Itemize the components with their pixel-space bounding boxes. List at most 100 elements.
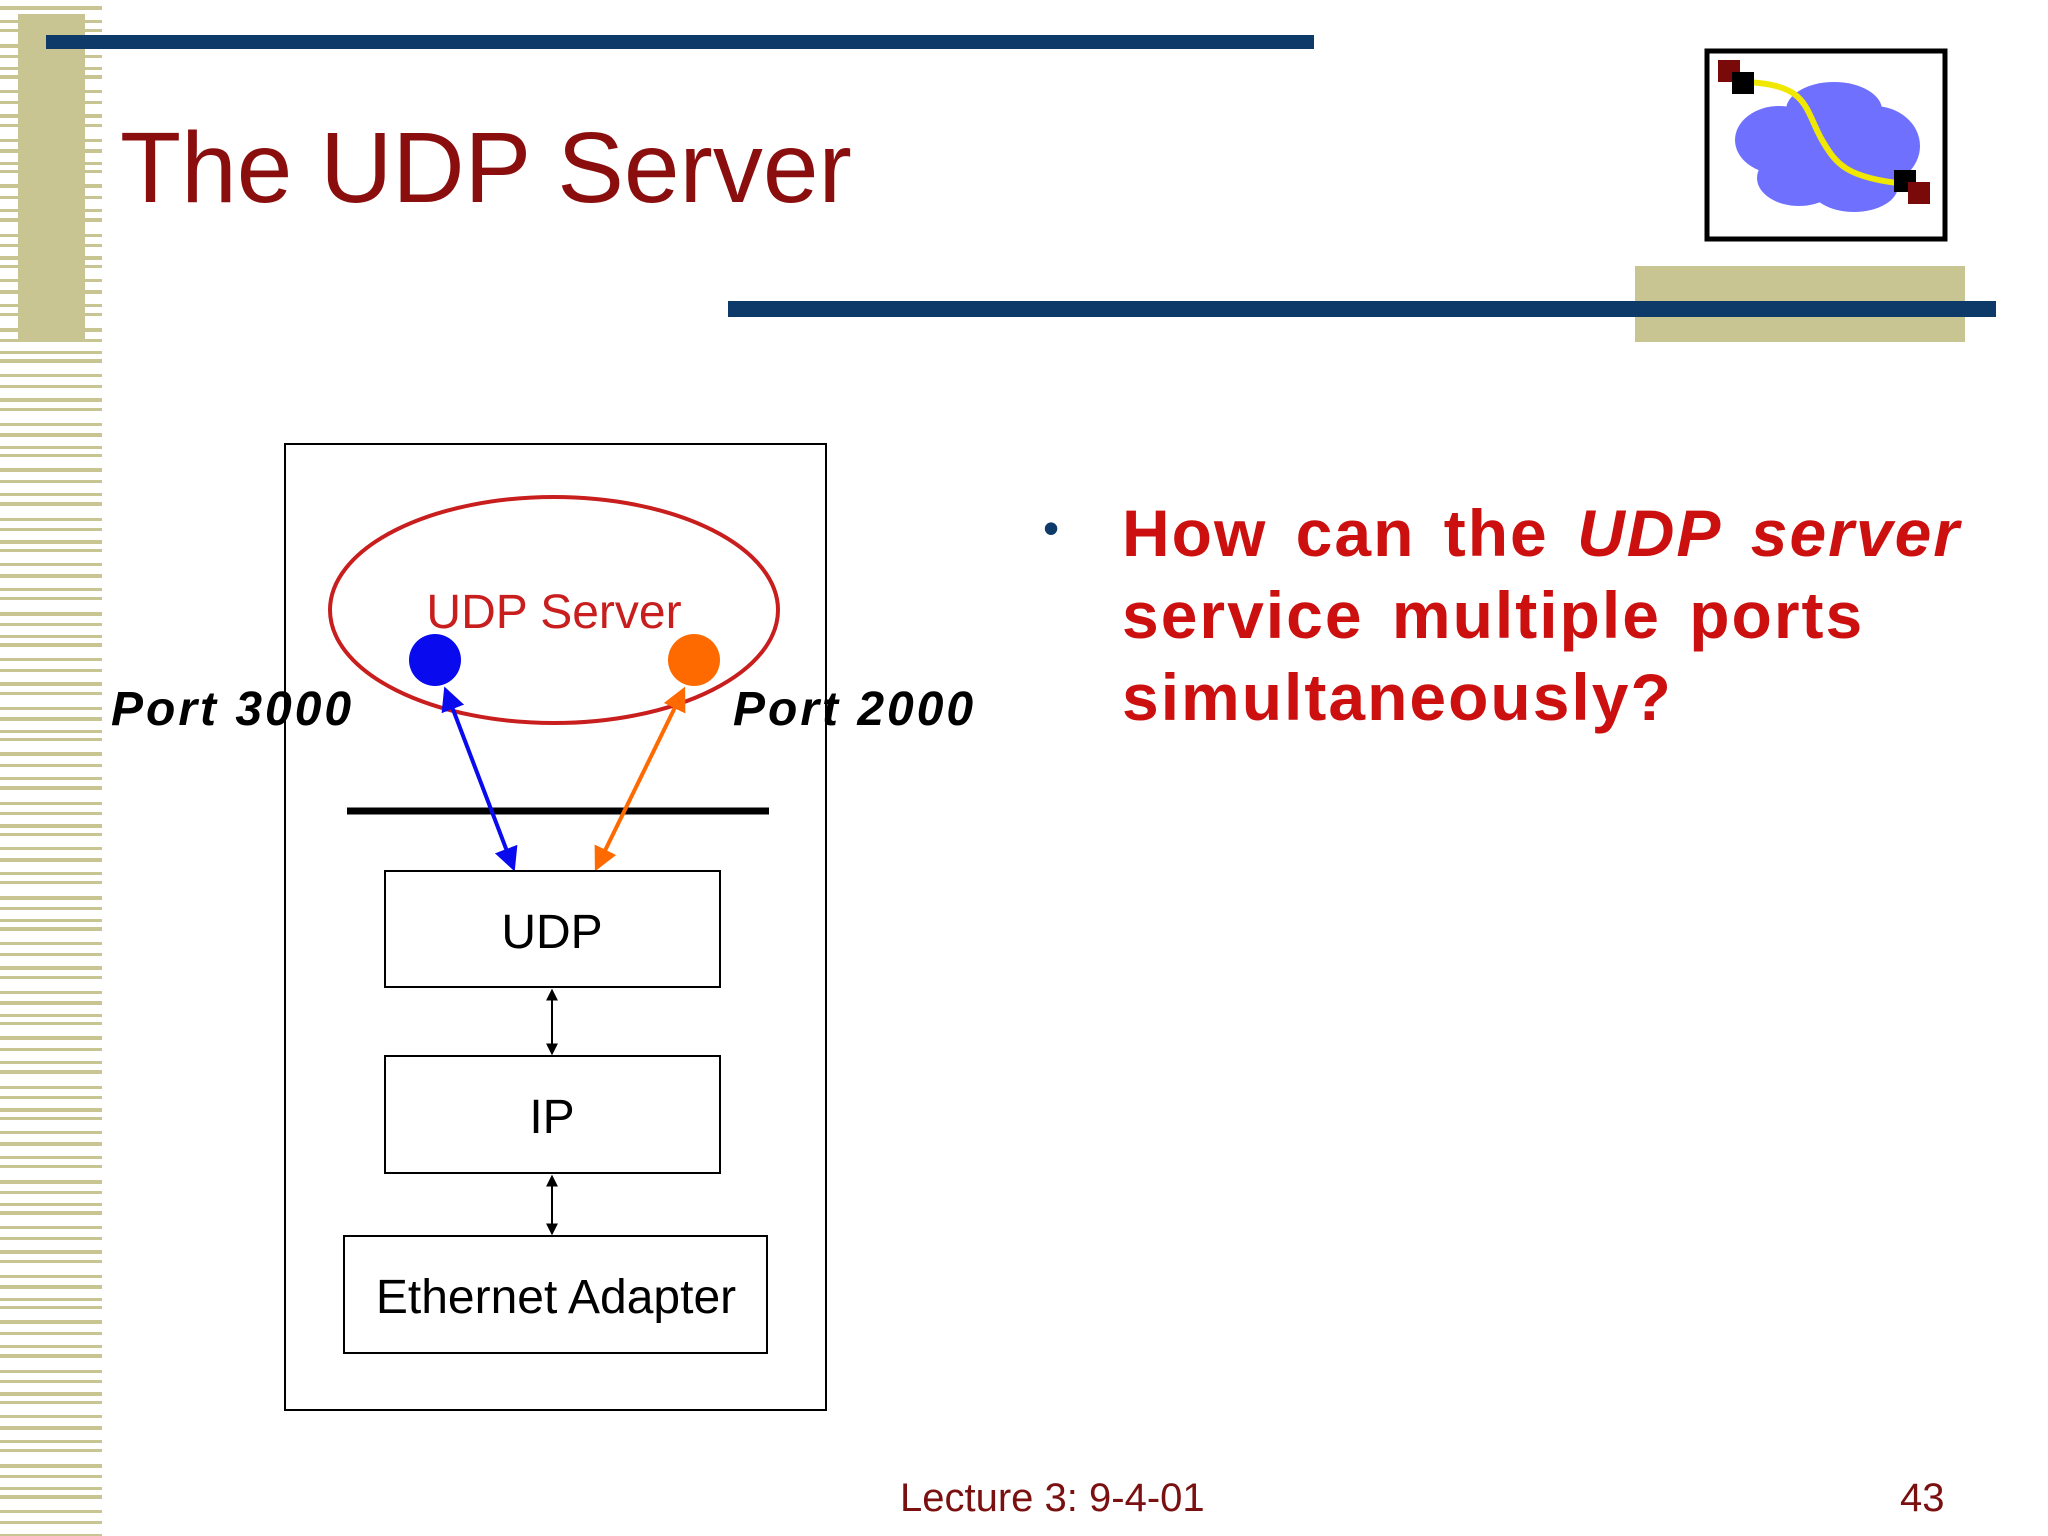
stripe — [0, 858, 102, 862]
stripe — [0, 833, 102, 836]
stripe — [0, 1096, 102, 1099]
stripe — [0, 872, 102, 875]
stripe — [0, 502, 102, 506]
stripe — [0, 1180, 102, 1184]
stripe — [0, 927, 102, 931]
stripe — [0, 588, 102, 591]
stripe — [0, 635, 102, 638]
stripe — [0, 976, 102, 979]
bullet-emphasis-server: server — [1750, 496, 1961, 570]
stripe — [0, 953, 102, 956]
port-2000-label: Port 2000 — [733, 683, 977, 736]
stripe — [0, 738, 102, 741]
stripe — [0, 468, 102, 472]
stripe — [0, 1117, 102, 1120]
stripe — [0, 777, 102, 780]
stripe — [0, 1534, 102, 1536]
stripe — [0, 896, 102, 900]
stripe — [0, 446, 102, 449]
stripe — [0, 942, 102, 945]
stripe — [0, 1320, 102, 1324]
stripe — [0, 1440, 102, 1443]
stripe — [0, 433, 102, 437]
stripe — [0, 563, 102, 566]
stripe — [0, 1022, 102, 1025]
stripe — [0, 408, 102, 411]
stripe — [0, 1495, 102, 1499]
stripe — [0, 1142, 102, 1146]
port-3000-dot — [409, 634, 461, 686]
bullet-question: How can the UDP server service multiple … — [1122, 492, 1962, 738]
stripe — [0, 612, 102, 616]
bullet-emphasis-udp: UDP — [1577, 496, 1723, 570]
stripe — [0, 423, 102, 426]
ethernet-adapter-label: Ethernet Adapter — [376, 1271, 736, 1324]
stripe — [0, 398, 102, 402]
stripe — [0, 574, 102, 578]
stripe — [0, 847, 102, 850]
stripe — [0, 1237, 102, 1240]
stripe — [0, 764, 102, 767]
stripe — [0, 1226, 102, 1229]
udp-server-label: UDP Server — [426, 586, 681, 639]
ip-box-label: IP — [529, 1091, 574, 1144]
stripe — [0, 812, 102, 815]
stripe — [0, 549, 102, 552]
stripe — [0, 919, 102, 922]
stripe — [0, 1061, 102, 1064]
slide-number: 43 — [1900, 1476, 1945, 1520]
network-cloud-logo-icon — [1704, 48, 1948, 242]
udp-box-label: UDP — [501, 906, 602, 959]
stripe — [0, 1464, 102, 1468]
stripe — [0, 881, 102, 884]
port-2000-dot — [668, 634, 720, 686]
top-navy-bar — [46, 35, 1314, 49]
stripe — [0, 1191, 102, 1194]
stripe — [0, 540, 102, 544]
stripe — [0, 669, 102, 672]
stripe — [0, 1036, 102, 1040]
stripe — [0, 1108, 102, 1112]
stripe — [0, 493, 102, 496]
udp-server-ellipse — [328, 495, 780, 725]
stripe — [0, 643, 102, 647]
stripe — [0, 1285, 102, 1289]
stripe — [0, 1014, 102, 1017]
stripe — [0, 1332, 102, 1335]
ethernet-adapter-box — [343, 1235, 768, 1354]
stripe — [0, 1070, 102, 1074]
stripe — [0, 802, 102, 805]
stripe — [0, 692, 102, 695]
stripe — [0, 966, 102, 970]
stripe — [0, 1260, 102, 1263]
stripe — [0, 454, 102, 457]
stripe — [0, 1250, 102, 1254]
stripe — [0, 1475, 102, 1478]
stripe — [0, 991, 102, 994]
stripe — [0, 824, 102, 828]
stripe — [0, 1401, 102, 1404]
stripe — [0, 682, 102, 686]
port-3000-arrow — [441, 686, 518, 872]
stripe — [0, 1001, 102, 1005]
stripe — [0, 1211, 102, 1215]
port-2000-arrow — [594, 686, 686, 872]
stripe — [0, 786, 102, 790]
stripe — [0, 1510, 102, 1513]
lower-navy-bar — [728, 301, 1996, 317]
bullet-text-part — [1722, 496, 1750, 570]
bullet-text-part: How can the — [1122, 496, 1578, 570]
stripe — [0, 351, 102, 354]
slide-title: The UDP Server — [120, 112, 852, 224]
port-3000-label: Port 3000 — [111, 683, 355, 736]
stripe — [0, 1426, 102, 1430]
stripe — [0, 385, 102, 388]
footer-lecture-date: Lecture 3: 9-4-01 — [900, 1476, 1205, 1520]
stripe — [0, 707, 102, 710]
stripe — [0, 1048, 102, 1051]
stripe — [0, 717, 102, 721]
udp-box — [384, 870, 721, 988]
bullet-text-part: service multiple ports simultaneously? — [1122, 578, 1865, 734]
host-frame — [284, 443, 827, 1411]
stripe — [0, 528, 102, 531]
